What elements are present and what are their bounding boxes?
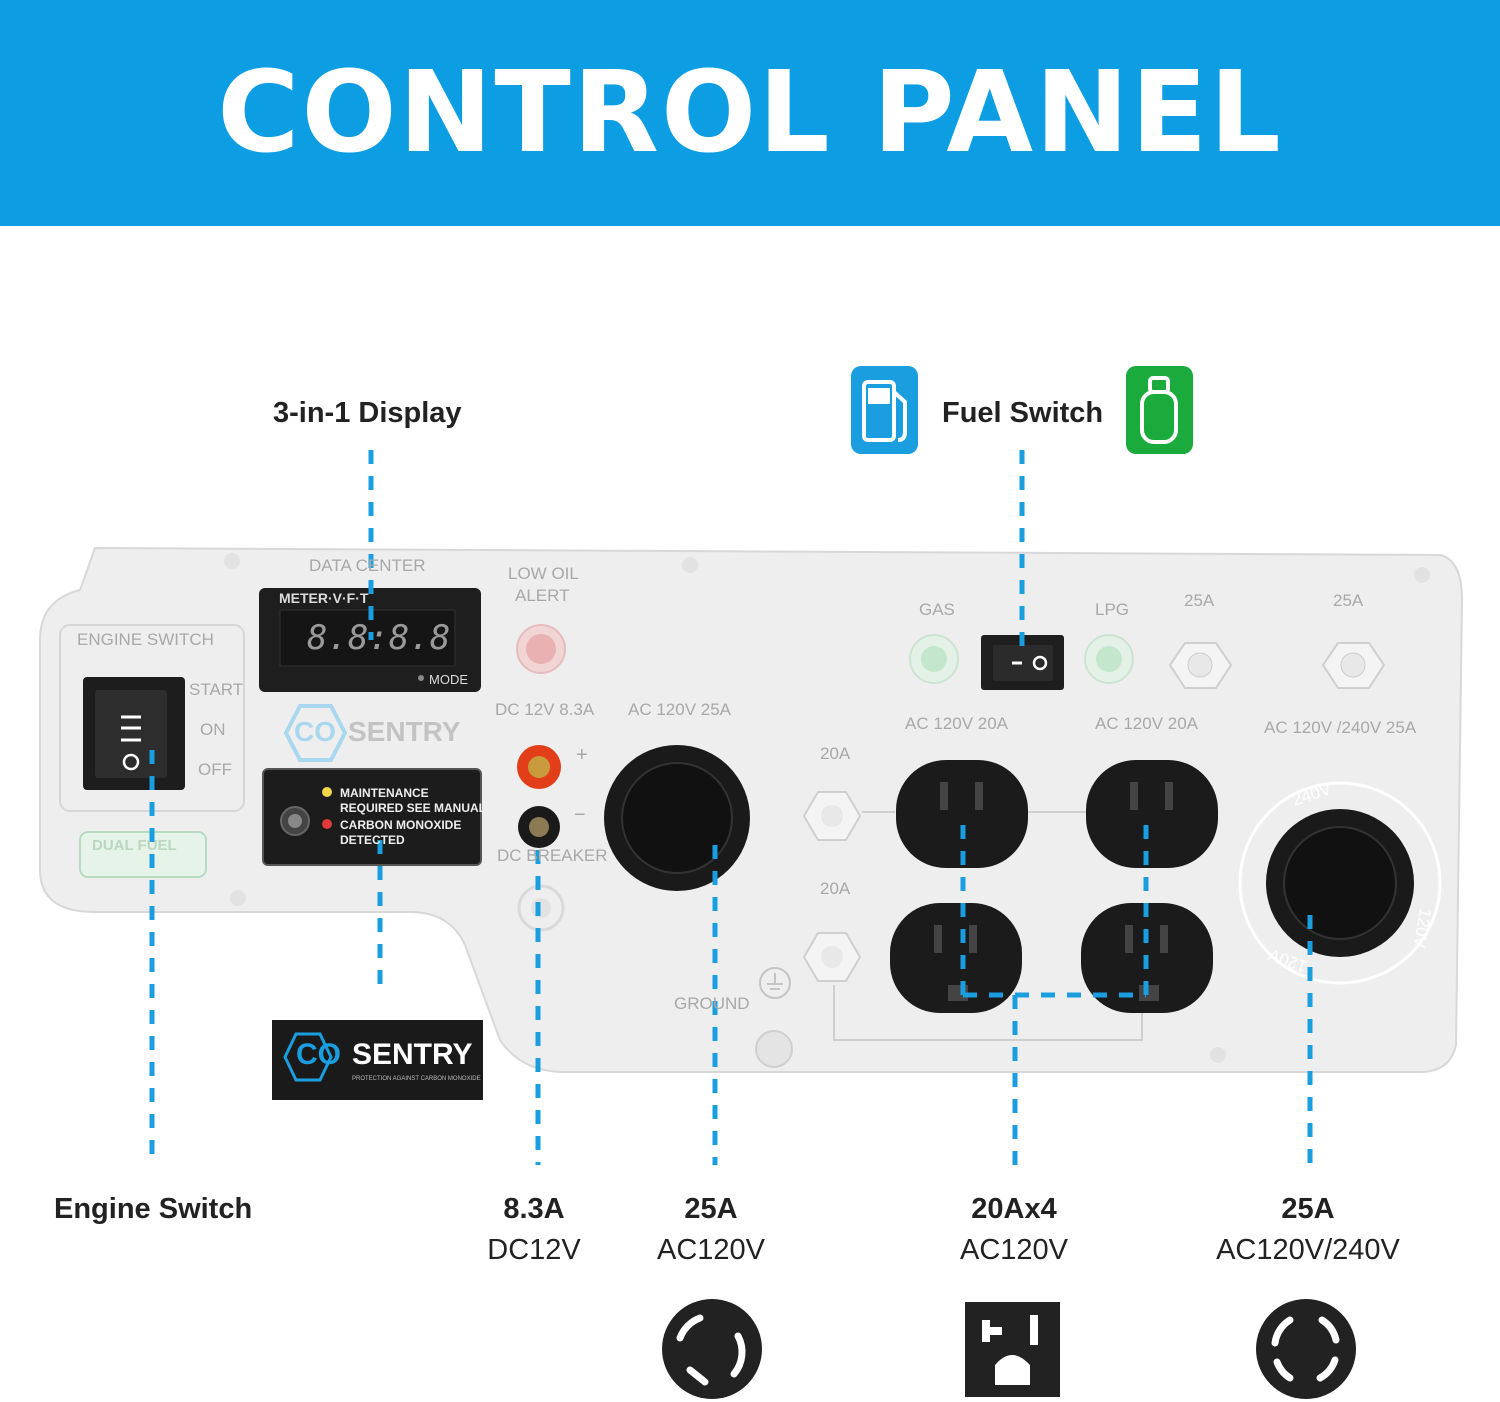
dc-breaker-label: DC BREAKER bbox=[497, 846, 608, 865]
propane-tank-icon bbox=[1126, 366, 1193, 454]
gas-label: GAS bbox=[919, 600, 955, 619]
low-oil-label: LOW OIL bbox=[508, 564, 579, 583]
title-banner: CONTROL PANEL bbox=[0, 0, 1500, 226]
dc12v-amps: 8.3A bbox=[503, 1193, 565, 1225]
panel-sentry-label: SENTRY bbox=[348, 716, 461, 747]
required-label: REQUIRED SEE MANUAL bbox=[340, 801, 487, 815]
ac20-label-2: AC 120V 20A bbox=[1095, 714, 1199, 733]
ground-symbol bbox=[759, 967, 791, 999]
twist-lock-4-prong-icon bbox=[1256, 1299, 1356, 1399]
panel-body bbox=[39, 546, 1464, 1073]
dc-breaker bbox=[517, 884, 565, 932]
duplex-outlet-2 bbox=[1086, 760, 1218, 868]
page-title: CONTROL PANEL bbox=[217, 48, 1283, 178]
ac120-20a-callout: 20Ax4 AC120V bbox=[894, 1193, 1134, 1267]
ac240-label: AC 120V /240V 25A bbox=[1264, 718, 1417, 737]
ac120-240-callout: 25A AC120V/240V bbox=[1188, 1193, 1428, 1267]
ac120-240-amps: 25A bbox=[1281, 1193, 1335, 1225]
dual-fuel-label: DUAL FUEL bbox=[92, 837, 177, 854]
detected-label: DETECTED bbox=[340, 833, 405, 847]
badge-sentry-text: SENTRY bbox=[352, 1038, 473, 1071]
badge-co-text: CO bbox=[296, 1038, 341, 1071]
engine-switch-title: ENGINE SWITCH bbox=[77, 630, 214, 649]
maintenance-module bbox=[262, 768, 482, 866]
ac20-label-1: AC 120V 20A bbox=[905, 714, 1009, 733]
plus-label: + bbox=[576, 744, 588, 766]
carbon-monoxide-label: CARBON MONOXIDE bbox=[340, 818, 462, 832]
ac120-25a-amps: 25A bbox=[684, 1193, 738, 1225]
dc-label: DC 12V 8.3A bbox=[495, 700, 595, 719]
mode-label: MODE bbox=[429, 672, 468, 687]
panel-co-label: CO bbox=[294, 716, 336, 747]
ac120-240-volts: AC120V/240V bbox=[1216, 1234, 1400, 1266]
display-callout: 3-in-1 Display bbox=[273, 397, 462, 429]
badge-tagline: PROTECTION AGAINST CARBON MONOXIDE bbox=[352, 1076, 481, 1082]
ac120-25a-callout: 25A AC120V bbox=[591, 1193, 831, 1267]
display-digits: 8.8:8.8 bbox=[307, 618, 451, 658]
leader-lines bbox=[149, 450, 1313, 1165]
ac120-25a-volts: AC120V bbox=[656, 1234, 765, 1266]
dc12v-volts: DC12V bbox=[487, 1234, 581, 1266]
ac120-20a-volts: AC120V bbox=[959, 1234, 1068, 1266]
ground-terminal bbox=[755, 1030, 793, 1068]
off-label: OFF bbox=[198, 760, 232, 779]
gas-pump-icon bbox=[851, 366, 918, 454]
start-label: START bbox=[189, 680, 244, 699]
dual-fuel-badge bbox=[79, 831, 207, 878]
co-sentry-badge bbox=[272, 1020, 483, 1100]
lpg-label: LPG bbox=[1095, 600, 1130, 619]
breaker-25a-label-2: 25A bbox=[1333, 591, 1364, 610]
dc12v-callout: 8.3A DC12V bbox=[414, 1193, 654, 1267]
ac120-20a-amps: 20Ax4 bbox=[971, 1193, 1057, 1225]
maintenance-label: MAINTENANCE bbox=[340, 786, 429, 800]
co-sentry-hex bbox=[283, 704, 348, 762]
duplex-5-20-icon bbox=[965, 1302, 1060, 1397]
fuel-switch-callout: Fuel Switch bbox=[942, 397, 1104, 429]
duplex-outlet-1 bbox=[896, 760, 1028, 868]
breaker-20a-label-1: 20A bbox=[820, 744, 851, 763]
minus-label: − bbox=[574, 804, 586, 826]
breaker-25a-label-1: 25A bbox=[1184, 591, 1215, 610]
ground-label: GROUND bbox=[674, 994, 750, 1013]
alert-label: ALERT bbox=[515, 586, 570, 605]
breaker-20a-label-2: 20A bbox=[820, 879, 851, 898]
ac25-label: AC 120V 25A bbox=[628, 700, 732, 719]
engine-switch-callout: Engine Switch bbox=[54, 1193, 253, 1225]
data-center-label: DATA CENTER bbox=[309, 556, 426, 575]
on-label: ON bbox=[200, 720, 226, 739]
twist-lock-3-prong-icon bbox=[662, 1299, 762, 1399]
meter-label: METER·V·F·T bbox=[279, 590, 369, 606]
